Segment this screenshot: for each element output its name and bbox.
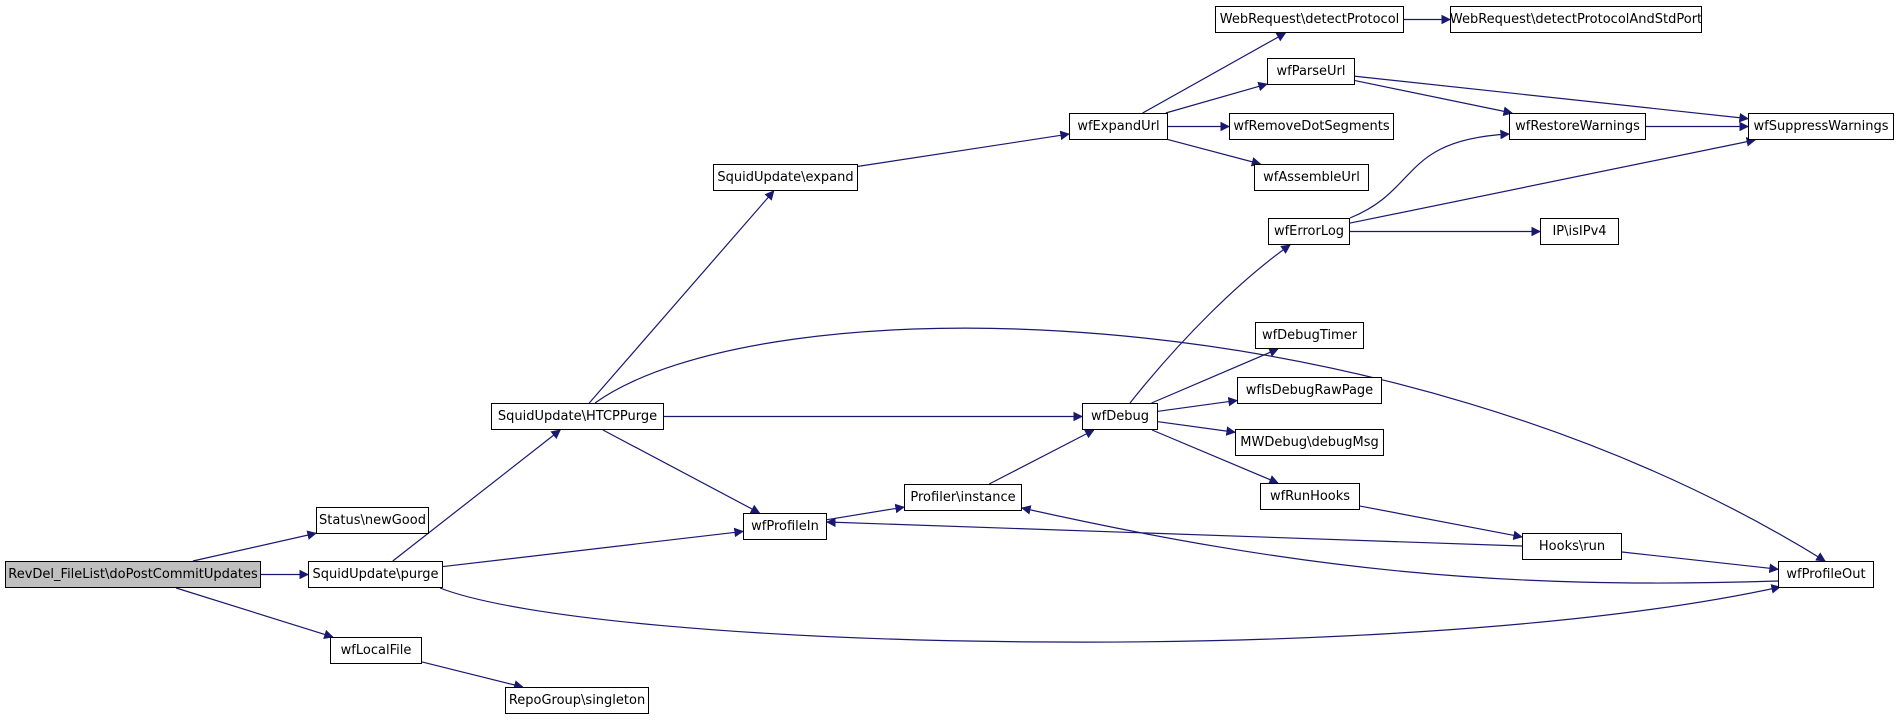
edge-wfLocalFile-to-repo_singleton — [421, 661, 524, 690]
edge-squid_purge-to-wfProfileOut — [439, 584, 1781, 643]
edge-wfParseUrl-to-wfRestoreWarnings — [1354, 79, 1514, 116]
node-wfAssembleUrl[interactable]: wfAssembleUrl — [1254, 164, 1369, 191]
node-wfLocalFile[interactable]: wfLocalFile — [330, 637, 422, 664]
edge-root-to-wfLocalFile — [175, 587, 334, 640]
node-wfRunHooks[interactable]: wfRunHooks — [1260, 483, 1360, 510]
edge-wfErrorLog-to-wfRestoreWarnings — [1349, 129, 1510, 219]
node-mwdebug-msg[interactable]: MWDebug\debugMsg — [1235, 429, 1384, 456]
edge-wfDebug-to-mwdebug_msg — [1157, 421, 1236, 436]
node-wfErrorLog[interactable]: wfErrorLog — [1268, 218, 1350, 245]
edge-wfDebug-to-wfDebugTimer — [1151, 347, 1279, 404]
edge-layer — [175, 14, 1826, 690]
edge-wfParseUrl-to-wfSuppressWarnings — [1354, 75, 1749, 123]
edge-wfRunHooks-to-hooks_run — [1359, 505, 1523, 541]
edge-hooks_run-to-wfProfileIn — [826, 517, 1523, 547]
node-wfSuppressWarnings[interactable]: wfSuppressWarnings — [1748, 113, 1894, 140]
edge-wfProfileIn-to-profiler_instance — [826, 503, 905, 521]
node-squid-purge[interactable]: SquidUpdate\purge — [308, 561, 443, 588]
edge-wfExpandUrl-to-web_detect — [1142, 32, 1287, 114]
edge-squid_expand-to-wfExpandUrl — [857, 130, 1070, 167]
node-wfDebug[interactable]: wfDebug — [1082, 403, 1158, 430]
node-wfProfileIn[interactable]: wfProfileIn — [743, 513, 827, 540]
edge-hooks_run-to-wfProfileOut — [1621, 551, 1779, 574]
edge-squid_htcp-to-wfProfileOut — [594, 327, 1826, 562]
edge-wfDebug-to-wfRunHooks — [1151, 429, 1279, 485]
node-wfIsDebugRaw[interactable]: wfIsDebugRawPage — [1237, 377, 1382, 404]
edge-wfDebug-to-wfIsDebugRaw — [1157, 396, 1238, 412]
node-web-detect[interactable]: WebRequest\detectProtocol — [1215, 6, 1404, 33]
edge-profiler_instance-to-wfDebug — [988, 429, 1095, 485]
edge-squid_htcp-to-squid_expand — [588, 190, 775, 404]
node-ip-isipv4[interactable]: IP\isIPv4 — [1540, 218, 1619, 245]
node-root: RevDel_FileList\doPostCommitUpdates — [5, 561, 261, 588]
node-status-newGood[interactable]: Status\newGood — [316, 507, 429, 534]
node-wfExpandUrl[interactable]: wfExpandUrl — [1069, 113, 1168, 140]
edge-squid_purge-to-squid_htcp — [392, 429, 561, 562]
edge-wfExpandUrl-to-wfAssembleUrl — [1167, 138, 1262, 167]
edge-squid_htcp-to-wfProfileIn — [602, 429, 761, 514]
node-profiler-instance[interactable]: Profiler\instance — [904, 484, 1022, 511]
node-wfParseUrl[interactable]: wfParseUrl — [1267, 58, 1355, 85]
edge-squid_purge-to-wfProfileIn — [442, 527, 744, 568]
node-squid-htcp[interactable]: SquidUpdate\HTCPPurge — [491, 403, 664, 430]
node-wfRemoveDot[interactable]: wfRemoveDotSegments — [1229, 113, 1394, 140]
node-wfProfileOut[interactable]: wfProfileOut — [1778, 561, 1874, 588]
node-wfRestoreWarnings[interactable]: wfRestoreWarnings — [1509, 113, 1646, 140]
edge-wfErrorLog-to-wfSuppressWarnings — [1349, 137, 1757, 224]
node-web-detect-std[interactable]: WebRequest\detectProtocolAndStdPort — [1450, 6, 1702, 33]
edge-root-to-status_newGood — [192, 530, 317, 562]
edge-wfExpandUrl-to-wfParseUrl — [1165, 81, 1268, 114]
node-hooks-run[interactable]: Hooks\run — [1522, 533, 1622, 560]
node-repo-singleton[interactable]: RepoGroup\singleton — [505, 687, 649, 714]
edge-wfProfileOut-to-profiler_instance — [1021, 505, 1779, 584]
node-wfDebugTimer[interactable]: wfDebugTimer — [1255, 322, 1364, 349]
edge-wfDebug-to-wfErrorLog — [1129, 244, 1291, 404]
node-squid-expand[interactable]: SquidUpdate\expand — [713, 164, 858, 191]
